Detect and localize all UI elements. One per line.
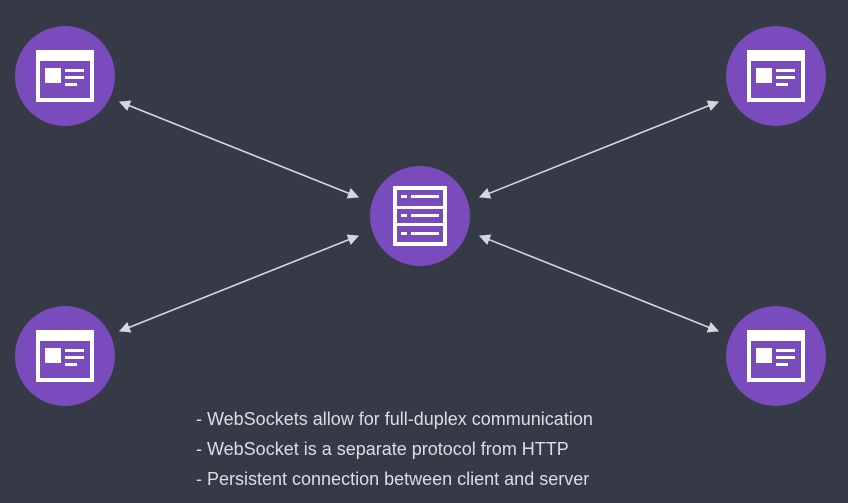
note-persistent-connection: - Persistent connection between client a… xyxy=(196,469,590,489)
notes-list: - WebSockets allow for full-duplex commu… xyxy=(196,404,593,494)
client-node-bottom-right xyxy=(726,306,826,406)
server-icon xyxy=(393,186,447,246)
server-node xyxy=(370,166,470,266)
browser-window-icon xyxy=(36,50,94,102)
note-full-duplex: - WebSockets allow for full-duplex commu… xyxy=(196,409,593,429)
browser-window-icon xyxy=(747,330,805,382)
arrow-bottom-right xyxy=(478,234,720,333)
client-node-top-right xyxy=(726,26,826,126)
client-node-bottom-left xyxy=(15,306,115,406)
browser-window-icon xyxy=(747,50,805,102)
client-node-top-left xyxy=(15,26,115,126)
arrow-top-left xyxy=(118,100,360,199)
note-separate-protocol: - WebSocket is a separate protocol from … xyxy=(196,439,569,459)
arrow-top-right xyxy=(478,100,720,199)
arrow-bottom-left xyxy=(118,234,360,333)
browser-window-icon xyxy=(36,330,94,382)
connection-arrows xyxy=(118,100,720,333)
